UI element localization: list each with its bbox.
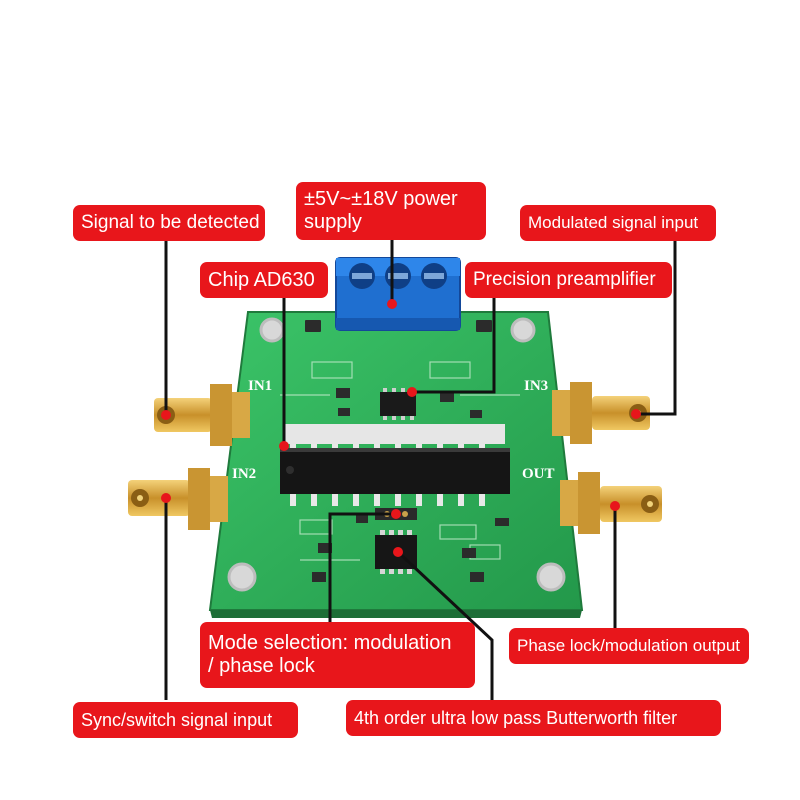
callout-power-supply: ±5V~±18V power supply (296, 182, 486, 240)
silk-in1: IN1 (248, 378, 272, 394)
callout-lines (164, 240, 677, 700)
sma-connector-in3 (552, 382, 650, 444)
leader-filter (396, 550, 494, 700)
callout-filter-text: 4th order ultra low pass Butterworth fil… (354, 707, 678, 728)
smd-components (305, 320, 509, 582)
mounting-hole (259, 317, 285, 343)
callout-sync-input: Sync/switch signal input (73, 702, 298, 738)
callout-preamp-text: Precision preamplifier (473, 269, 656, 291)
callout-dots (161, 299, 641, 557)
leader-mode (328, 512, 396, 622)
ad630-chip (280, 424, 510, 506)
callout-chip: Chip AD630 (200, 262, 328, 298)
callout-preamp: Precision preamplifier (465, 262, 672, 298)
silk-in3: IN3 (524, 378, 548, 394)
callout-sync-input-text: Sync/switch signal input (81, 709, 273, 730)
callout-signal-detected-text: Signal to be detected (81, 212, 260, 234)
callout-signal-detected: Signal to be detected (73, 205, 265, 241)
callout-mode-selection: Mode selection: modulation / phase lock (200, 622, 475, 688)
callout-filter: 4th order ultra low pass Butterworth fil… (346, 700, 721, 736)
callout-power-supply-text: ±5V~±18V power supply (304, 188, 458, 233)
silk-in2: IN2 (232, 466, 256, 482)
silk-out: OUT (522, 466, 555, 482)
mounting-hole (536, 562, 566, 592)
callout-mode-selection-text: Mode selection: modulation / phase lock (208, 632, 452, 677)
callout-modulated-input-text: Modulated signal input (528, 213, 699, 233)
mounting-hole (510, 317, 536, 343)
mounting-hole (227, 562, 257, 592)
callout-phase-output-text: Phase lock/modulation output (517, 636, 741, 656)
callout-phase-output: Phase lock/modulation output (509, 628, 749, 664)
leader-modulated (636, 240, 677, 416)
sma-connector-out (560, 472, 662, 534)
leader-preamp (412, 298, 496, 394)
callout-modulated-input: Modulated signal input (520, 205, 716, 241)
sma-connector-in1 (154, 384, 250, 446)
power-terminal-block (335, 257, 461, 331)
callout-chip-text: Chip AD630 (208, 268, 315, 291)
sma-connector-in2 (128, 468, 228, 530)
